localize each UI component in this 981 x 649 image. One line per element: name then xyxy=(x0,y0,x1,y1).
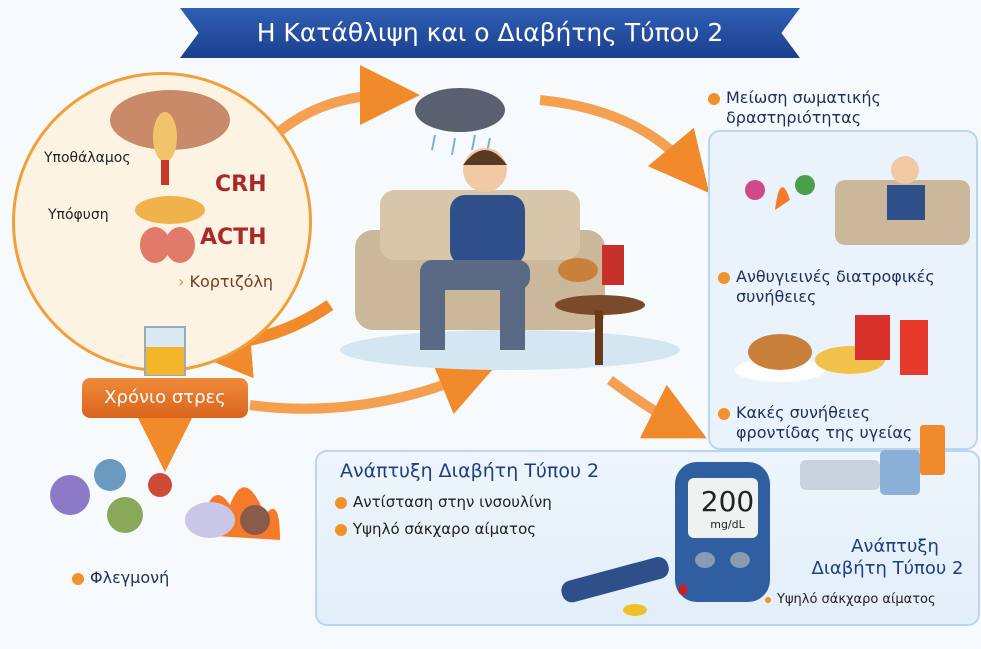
inflammation-label: Φλεγμονή xyxy=(90,568,170,587)
outcome-bullet: Υψηλό σάκχαρο αίματος xyxy=(765,592,936,607)
bullet-icon xyxy=(718,271,730,284)
cortisol-text: Κορτιζόλη xyxy=(189,272,274,291)
risk-item-physical-activity: Μείωση σωματικής δραστηριότητας xyxy=(708,88,978,128)
hypothalamus-label: Υποθάλαμος xyxy=(44,150,131,166)
unhealthy-diet-label: Ανθυγιεινές διατροφικές συνήθειες xyxy=(736,267,935,306)
junk-food-illustration xyxy=(735,315,928,382)
rain-cloud-icon xyxy=(415,88,505,132)
bullet-icon xyxy=(718,407,730,420)
meter-unit: mg/dL xyxy=(710,518,745,531)
crh-label: CRH xyxy=(215,172,267,197)
inflammation-cells-illustration xyxy=(50,459,280,540)
diabetes-heading: Ανάπτυξη Διαβήτη Τύπου 2 xyxy=(340,460,600,482)
pituitary-label: Υπόφυση xyxy=(48,207,109,223)
chronic-stress-label: Χρόνιο στρες xyxy=(104,387,226,408)
flask-icon xyxy=(144,326,186,376)
insulin-resistance-label: Αντίσταση στην ινσουλίνη xyxy=(353,493,552,511)
outcome-line2: Διαβήτη Τύπου 2 xyxy=(811,558,964,579)
depressed-man-sofa-illustration xyxy=(340,88,680,370)
inflammation-item: Φλεγμονή xyxy=(72,568,169,587)
physical-activity-label: Μείωση σωματικής δραστηριότητας xyxy=(726,88,881,127)
title-banner: Η Κατάθλιψη και ο Διαβήτης Τύπου 2 xyxy=(180,8,800,58)
bullet-icon xyxy=(708,92,720,105)
bullet-icon xyxy=(765,596,771,603)
outcome-bullet-label: Υψηλό σάκχαρο αίματος xyxy=(777,592,936,607)
risk-item-poor-health-care: Κακές συνήθειες φροντίδας της υγείας xyxy=(718,403,978,443)
page-title: Η Κατάθλιψη και ο Διαβήτης Τύπου 2 xyxy=(256,18,724,47)
bullet-insulin-resistance: Αντίσταση στην ινσουλίνη xyxy=(335,493,552,511)
bullet-high-blood-sugar: Υψηλό σάκχαρο αίματος xyxy=(335,520,536,538)
risk-item-unhealthy-diet: Ανθυγιεινές διατροφικές συνήθειες xyxy=(718,267,978,307)
bullet-icon xyxy=(335,496,347,509)
high-blood-sugar-label: Υψηλό σάκχαρο αίματος xyxy=(353,520,537,538)
arrow-to-right-panel xyxy=(539,95,710,194)
acth-label: ACTH xyxy=(200,225,267,250)
arrow-stress-to-sofa xyxy=(249,358,498,415)
poor-health-care-label: Κακές συνήθειες φροντίδας της υγείας xyxy=(736,403,913,442)
medications-illustration xyxy=(800,425,945,495)
chronic-stress-box: Χρόνιο στρες xyxy=(82,378,248,418)
bullet-icon xyxy=(335,523,347,536)
inactive-man-illustration xyxy=(745,156,970,245)
arrow-to-bottom xyxy=(607,375,707,439)
meter-reading: 200 xyxy=(700,485,755,518)
bullet-icon xyxy=(72,572,84,585)
brain-pituitary-illustration xyxy=(110,90,230,263)
glucose-meter-illustration xyxy=(561,462,770,616)
outcome-line1: Ανάπτυξη xyxy=(851,536,939,557)
cortisol-label: › Κορτιζόλη xyxy=(178,272,274,291)
